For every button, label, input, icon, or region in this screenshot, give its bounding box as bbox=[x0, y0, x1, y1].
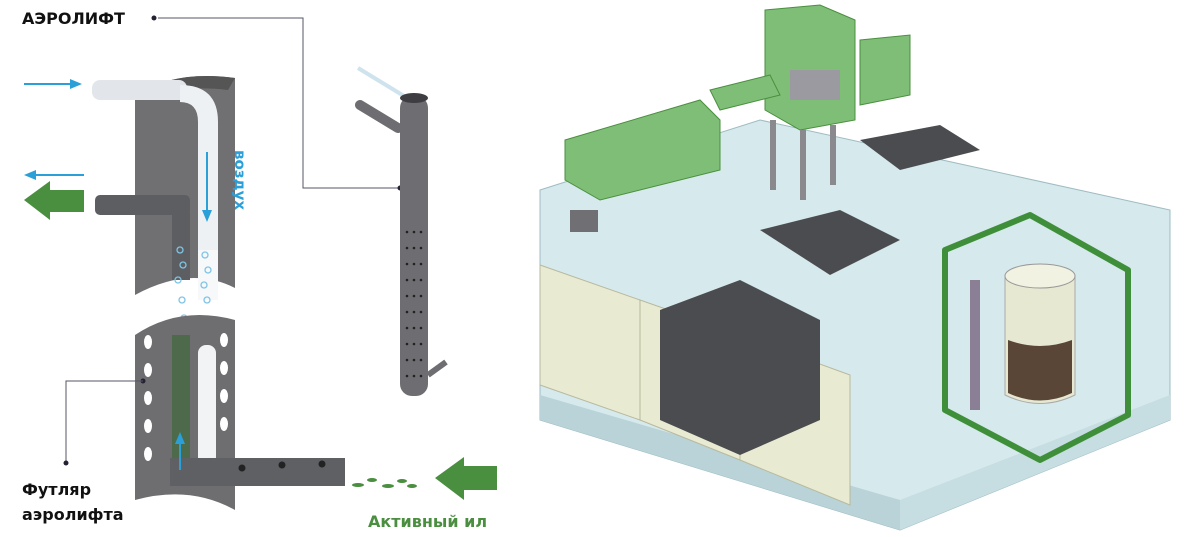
outlet-pipe bbox=[95, 195, 190, 280]
highlighted-aerolift-chamber bbox=[942, 212, 1131, 463]
casing-lower bbox=[135, 315, 345, 510]
blower bbox=[570, 210, 598, 232]
sludge-outlet-arrow bbox=[24, 181, 84, 220]
label-casing-line1: Футляр bbox=[22, 480, 91, 499]
treatment-plant-render bbox=[539, 4, 1171, 531]
air-outlet-arrow bbox=[24, 170, 84, 180]
label-aerolift: АЭРОЛИФТ bbox=[22, 9, 125, 28]
label-casing-line2: аэролифта bbox=[22, 505, 124, 524]
air-pipe bbox=[92, 80, 218, 300]
control-cabinet bbox=[764, 4, 856, 200]
leader-line-casing bbox=[63, 378, 146, 466]
media-blocks bbox=[660, 125, 980, 455]
air-inlet-arrow bbox=[24, 79, 82, 89]
aerolift-pipe bbox=[355, 66, 448, 396]
sludge-inlet-arrow bbox=[435, 457, 497, 500]
air-down-arrow bbox=[202, 152, 212, 222]
green-lids bbox=[564, 34, 911, 201]
sludge-particles bbox=[352, 478, 417, 488]
label-activated-sludge: Активный ил bbox=[368, 512, 487, 531]
label-air: воздух bbox=[231, 150, 249, 210]
